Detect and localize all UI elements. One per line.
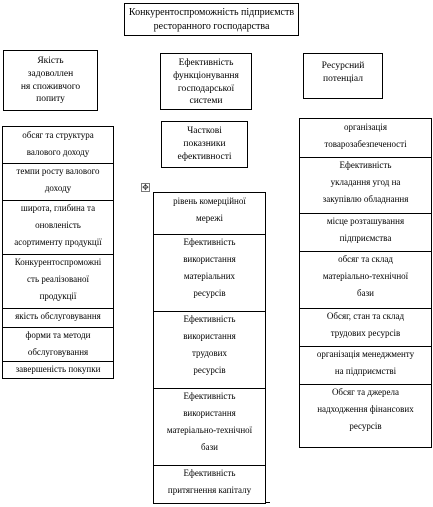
- header-middle-text: Ефективність функціонування господарсько…: [173, 58, 239, 107]
- diagram-title: Конкурентоспроможність підприємств ресто…: [124, 3, 299, 36]
- list-item: темпи росту валового доходу: [3, 163, 113, 201]
- list-item: якість обслуговування: [3, 308, 113, 328]
- header-right: Ресурсний потенціал: [303, 53, 383, 99]
- list-item: обсяг та склад матеріально-технічної баз…: [300, 251, 431, 309]
- list-item: Конкурентоспроможні сть реалізованої про…: [3, 254, 113, 309]
- header-middle: Ефективність функціонування господарсько…: [160, 53, 252, 110]
- list-item: обсяг та структура валового доходу: [3, 127, 113, 164]
- list-item: місце розташування підприємства: [300, 213, 431, 252]
- divider: [266, 502, 270, 503]
- header-left-text: Якість задоволлен ня споживчого попиту: [20, 56, 81, 105]
- diagram-title-text: Конкурентоспроможність підприємств ресто…: [128, 7, 295, 32]
- list-item: Обсяг, стан та склад трудових ресурсів: [300, 308, 431, 347]
- list-item: організація менеджменту на підприємстві: [300, 346, 431, 385]
- move-icon[interactable]: ✥: [141, 183, 150, 192]
- list-item: організація товарозабезпеченості: [300, 119, 431, 158]
- middle-indicator-list: рівень комерційної мережі Ефективність в…: [153, 192, 266, 504]
- header-right-text: Ресурсний потенціал: [321, 61, 365, 84]
- list-item: Ефективність укладання угод на закупівлю…: [300, 157, 431, 214]
- list-item: Ефективність використання матеріально-те…: [154, 388, 265, 466]
- header-left: Якість задоволлен ня споживчого попиту: [3, 50, 98, 111]
- list-item: широта, глибина та оновленість асортимен…: [3, 200, 113, 255]
- list-item: Ефективність використання трудових ресур…: [154, 311, 265, 389]
- list-item: рівень комерційної мережі: [154, 193, 265, 235]
- list-item: Ефективність притягнення капіталу: [167, 468, 252, 495]
- right-indicator-list: організація товарозабезпеченості Ефектив…: [299, 118, 432, 448]
- list-item: форми та методи обслуговування: [3, 327, 113, 362]
- list-item: завершеність покупки: [15, 364, 101, 374]
- header-middle-sub-text: Часткові показники ефективності: [177, 126, 232, 162]
- header-middle-sub: Часткові показники ефективності: [161, 121, 248, 168]
- list-item: Обсяг та джерела надходження фінансових …: [317, 387, 414, 431]
- list-item: Ефективність використання матеріальних р…: [154, 234, 265, 312]
- left-indicator-list: обсяг та структура валового доходу темпи…: [2, 126, 114, 379]
